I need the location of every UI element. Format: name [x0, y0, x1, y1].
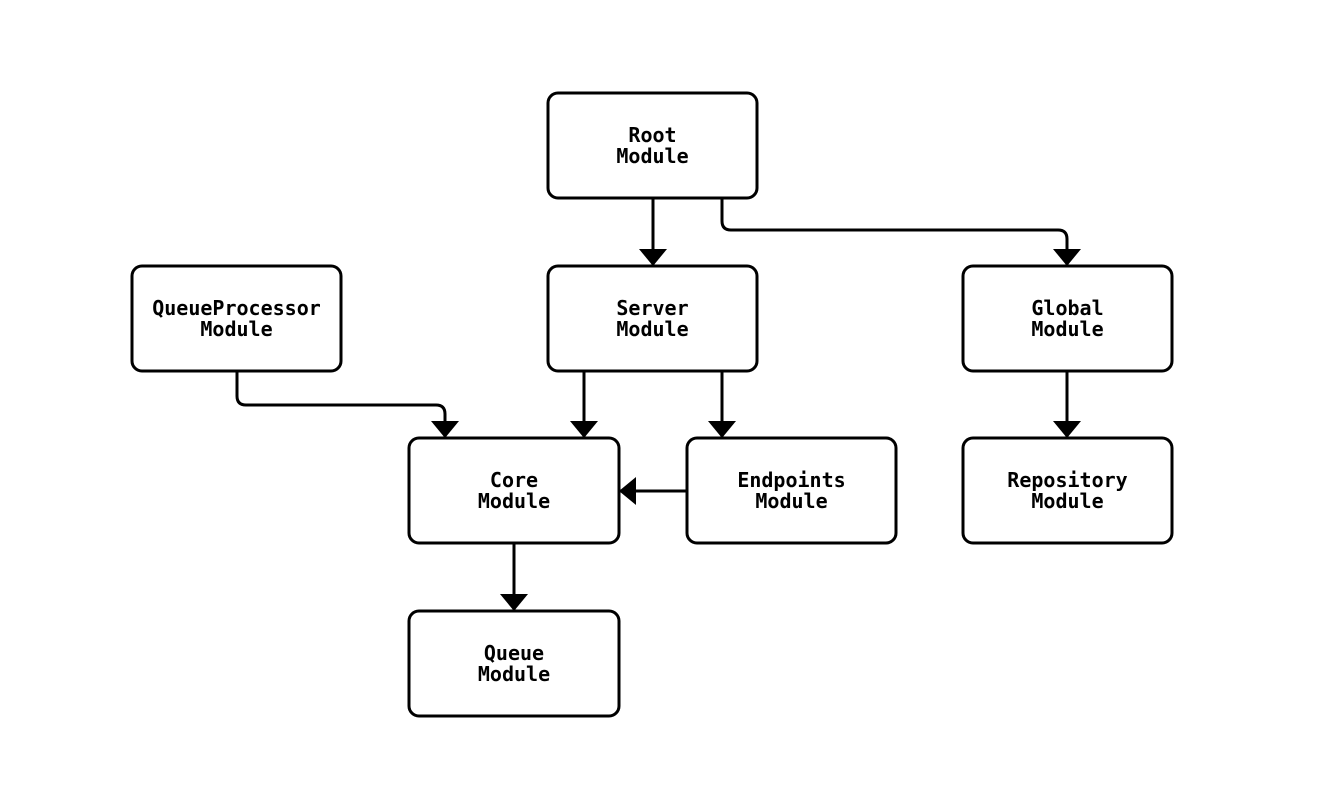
edge-queueprocessor-to-core	[235, 371, 459, 438]
edge-root-to-global	[720, 198, 1081, 266]
edges-layer	[235, 198, 1081, 611]
